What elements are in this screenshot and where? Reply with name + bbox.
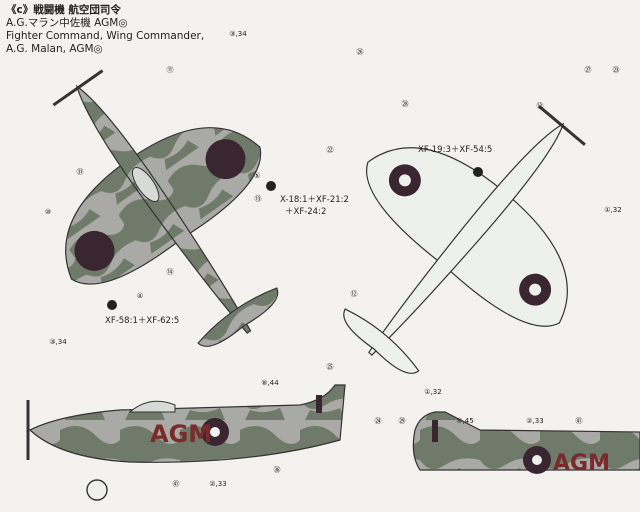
callout-label: ⑤: [254, 172, 260, 180]
paint-spec-top-2: ＋XF-24:2: [285, 207, 327, 217]
marking-header-line4: A.G. Malan, AGM◎: [6, 43, 103, 55]
marking-header-line2: A.G.マラン中佐機 AGM◎: [6, 17, 128, 29]
callout-label: ①,32: [424, 388, 441, 396]
callout-label: ⑬: [255, 195, 262, 203]
callout-label: ㉗: [585, 66, 592, 74]
bottom-view-roundel-2-ring: [398, 174, 411, 187]
paint-tin-icon: [473, 167, 483, 177]
left-side-fuselage: [28, 384, 346, 463]
bottom-view-fuselage: [368, 122, 565, 356]
top-view-roundel-left-wing: [74, 230, 115, 271]
right-side-roundel-inner: [532, 455, 542, 465]
callout-label: ⑨,45: [456, 417, 473, 425]
callout-label: ⑫: [351, 290, 358, 298]
left-side-canopy: [128, 400, 176, 413]
callout-label: ⑪: [167, 66, 174, 74]
callout-label: ⑧,44: [261, 379, 279, 387]
callout-labels: ③,34 ⑪ ⑤ ㉛ ⑬ ⑩ ⑭ ④ ③,34 ㉖ ㉘ ㉒ ⑫ ㉗ ㉓ ①,32…: [45, 30, 622, 488]
callout-label: ㉘: [402, 100, 409, 108]
paint-tin-icon: [107, 300, 117, 310]
paint-spec-top-1: X-18:1＋XF-21:2: [280, 195, 349, 205]
callout-label: ㊶: [173, 480, 180, 488]
callout-label: ②,33: [526, 417, 543, 425]
left-side-wheel: [86, 479, 108, 501]
callout-label: ③,34: [49, 338, 67, 346]
left-side-code-letters: AGM: [150, 420, 212, 448]
top-view-aircraft: [52, 69, 279, 347]
top-view-tailplane: [197, 287, 279, 347]
top-view-canopy: [131, 167, 160, 203]
bottom-view-propeller: [537, 105, 586, 146]
right-side-code-letters: AGM: [553, 451, 610, 476]
callout-label: ㉒: [327, 146, 334, 154]
callout-label: ㉖: [357, 48, 364, 56]
callout-label: ④: [137, 292, 143, 300]
callout-label: ②,33: [209, 480, 226, 488]
callout-label: ㉔: [375, 417, 382, 425]
bottom-view-aircraft: [343, 105, 586, 374]
top-view-roundel-right-wing: [205, 139, 246, 180]
paint-tin-icons: [107, 167, 483, 310]
paint-spec-top-3: XF-58:1＋XF-62:5: [105, 316, 180, 326]
marking-header-line3: Fighter Command, Wing Commander,: [6, 30, 205, 42]
left-side-view: AGM: [26, 384, 346, 501]
callout-label: ⑭: [167, 268, 174, 276]
bottom-view-roundel-1-ring: [529, 283, 542, 296]
right-side-fuselage: [412, 411, 640, 471]
top-view-fuselage: [75, 84, 252, 334]
callout-label: ㉛: [77, 168, 84, 176]
marking-header: 《c》戦闘機 航空団司令 A.G.マラン中佐機 AGM◎ Fighter Com…: [6, 4, 204, 56]
marking-header-line1: 《c》戦闘機 航空団司令: [6, 4, 204, 17]
callout-label: ①,32: [604, 206, 621, 214]
callout-label: ⑩: [45, 208, 51, 216]
callout-label: ㉕: [327, 363, 334, 371]
right-side-view: AGM: [412, 411, 640, 476]
bottom-view-tailplane: [343, 308, 420, 374]
marking-prefix: 《c》: [6, 4, 34, 16]
callout-label: ③,34: [229, 30, 247, 38]
callout-label: ㉙: [399, 417, 406, 425]
callout-label: ㊶: [576, 417, 583, 425]
left-side-fin-flash-red: [316, 395, 322, 413]
top-view-propeller: [52, 69, 104, 107]
callout-label: ㉓: [613, 66, 620, 74]
paint-tin-icon: [266, 181, 276, 191]
callout-label: ㊱: [274, 466, 281, 474]
right-side-fin-flash: [432, 420, 438, 442]
paint-spec-bottom: XF-19:3＋XF-54:5: [418, 145, 493, 155]
left-side-roundel-inner: [210, 427, 220, 437]
marking-title-jp: 戦闘機 航空団司令: [33, 4, 121, 16]
callout-label: ⑫: [537, 102, 544, 110]
